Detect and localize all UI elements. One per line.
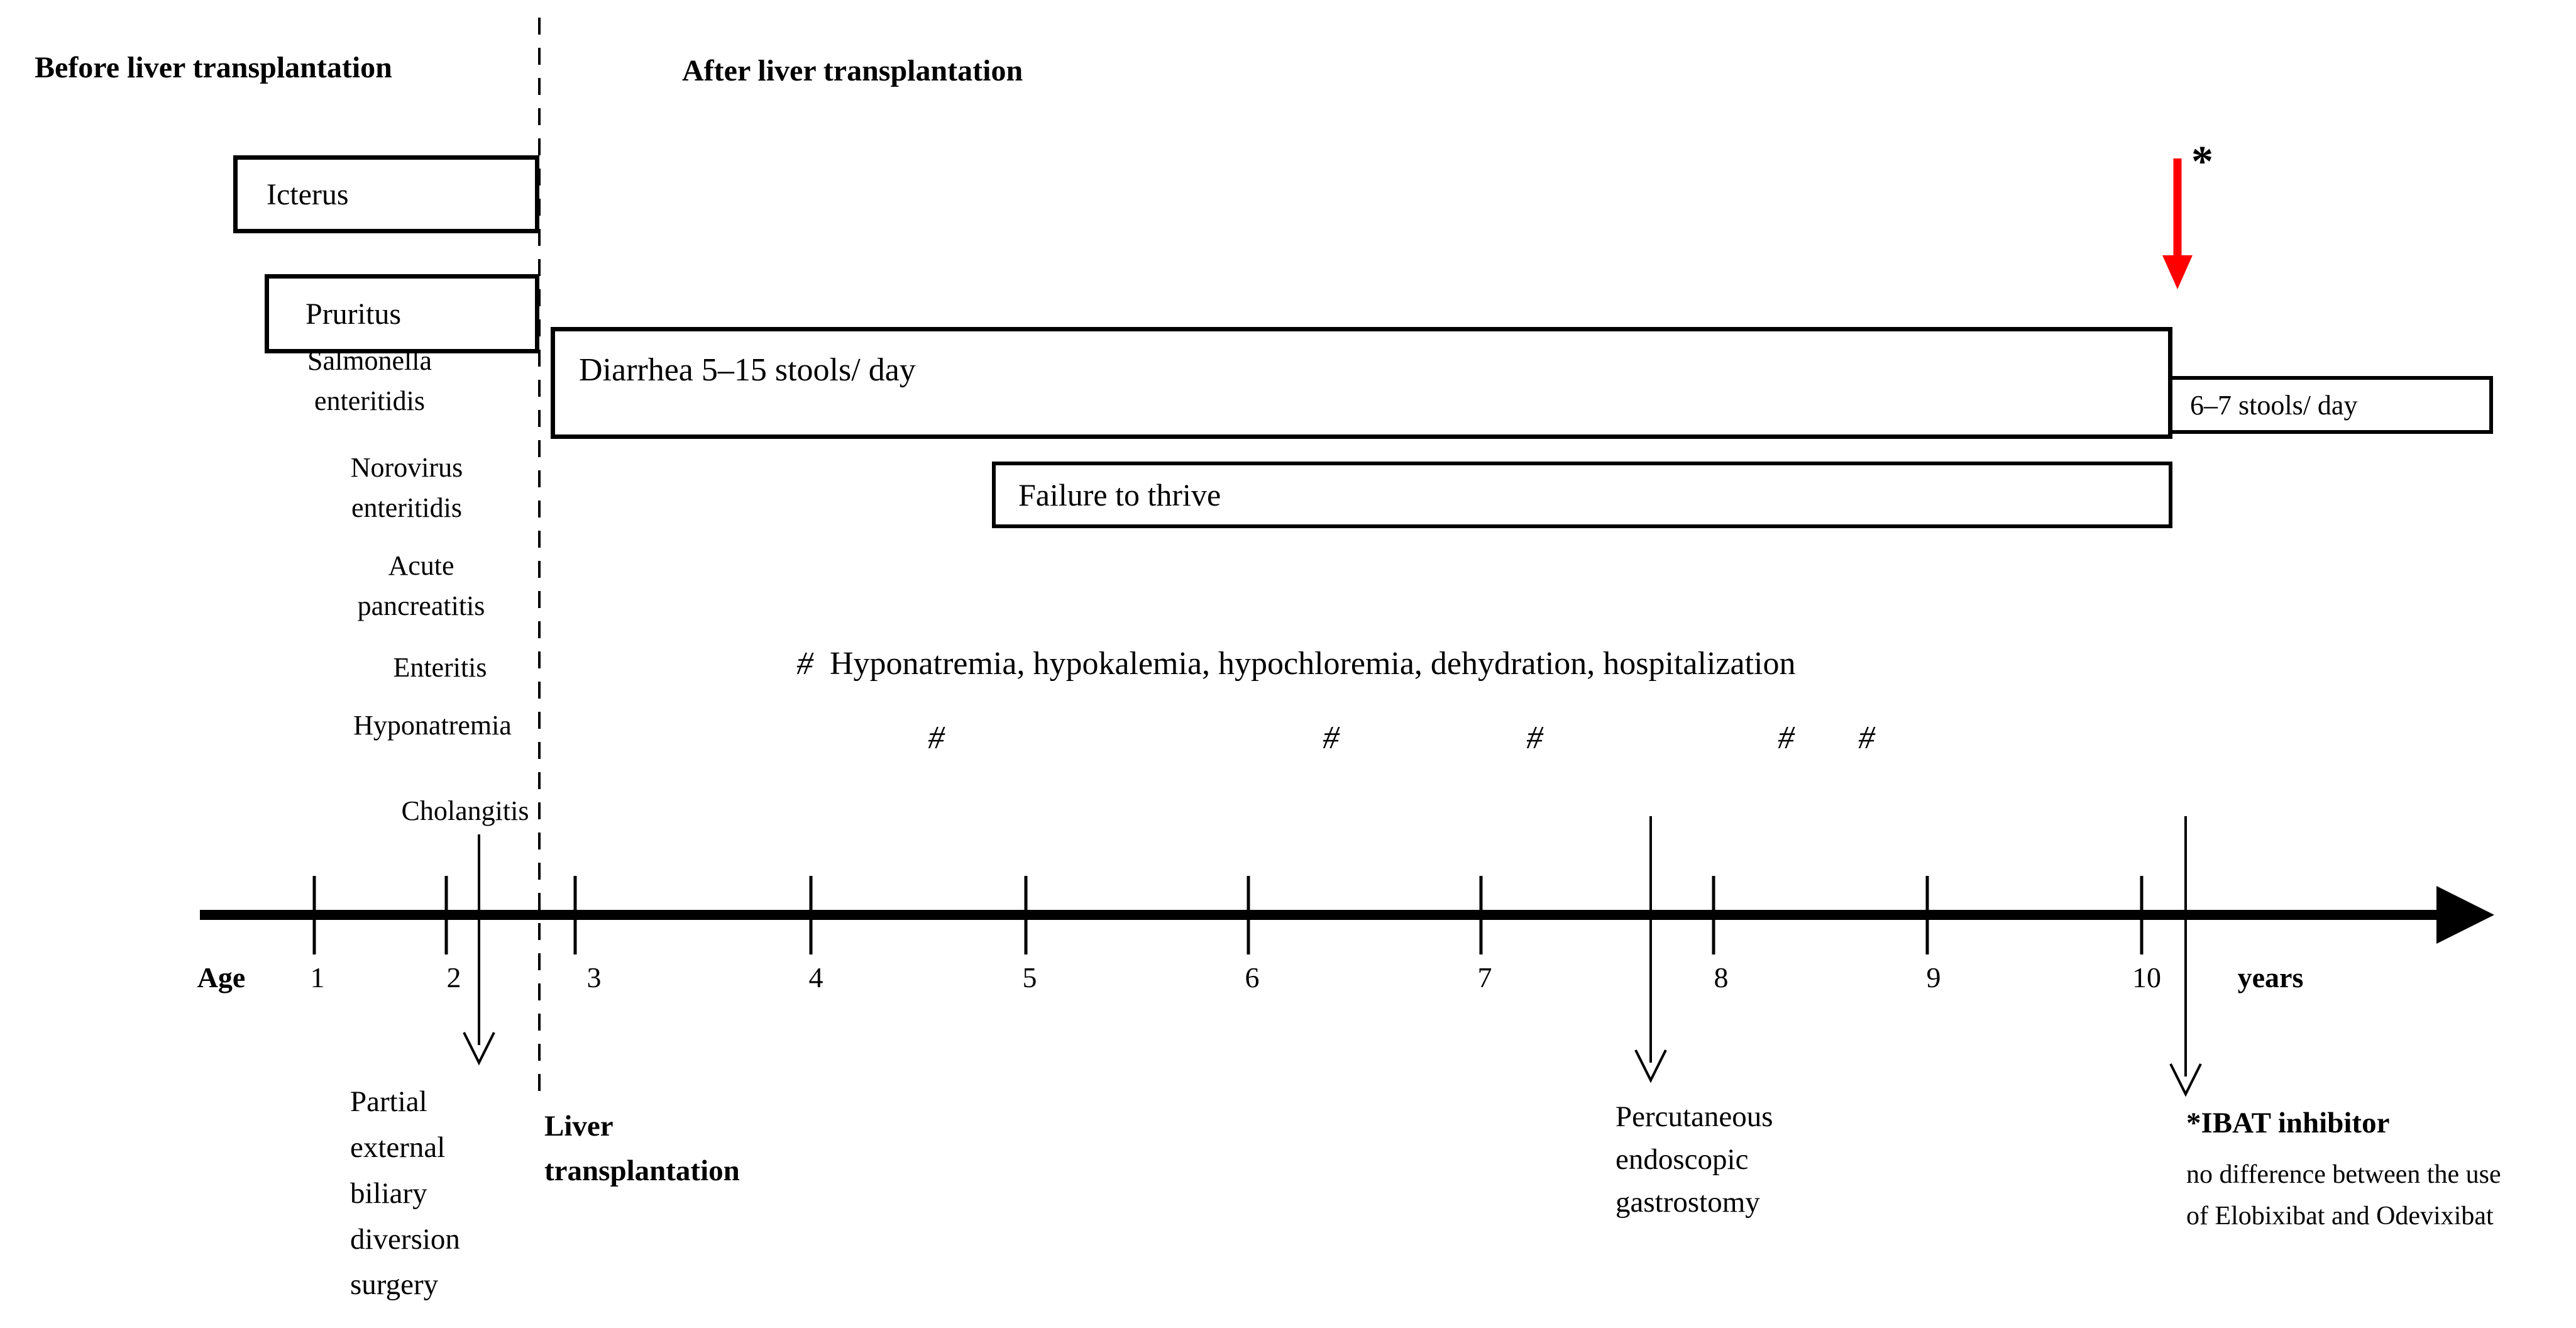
axis-years-label: years	[2237, 961, 2304, 993]
ibat-inhibitor-title: *IBAT inhibitor	[2186, 1107, 2390, 1139]
liver-transplantation-note: Liver transplantation	[544, 1110, 740, 1187]
ibat-red-arrow-head	[2162, 255, 2193, 289]
tick-label-3: 3	[586, 961, 602, 993]
diarrhea-bar: Diarrhea 5–15 stools/ day	[551, 327, 2172, 439]
hash-legend: # Hyponatremia, hypokalemia, hypochlorem…	[793, 645, 1796, 682]
condition-norovirus-enteritidis: Norovirus enteritidis	[350, 452, 463, 523]
condition-cholangitis: Cholangitis	[401, 795, 529, 826]
failure-to-thrive-bar-label: Failure to thrive	[1018, 477, 1221, 512]
pebd-arrow-head	[463, 1032, 495, 1066]
icterus-label: Icterus	[267, 177, 349, 211]
hash-legend-symbol: #	[793, 646, 818, 682]
diarrhea-bar-label: Diarrhea 5–15 stools/ day	[579, 352, 916, 388]
condition-enteritis: Enteritis	[393, 652, 487, 683]
hash-event-1: #	[924, 720, 949, 756]
tick-label-6: 6	[1245, 961, 1260, 993]
peg-arrow-head	[1634, 1049, 1667, 1083]
hash-event-5: #	[1854, 720, 1880, 756]
failure-to-thrive-bar: Failure to thrive	[992, 462, 2172, 528]
tick-label-1: 1	[310, 961, 325, 993]
timeline-axis-arrowhead	[2436, 886, 2494, 944]
header-before-transplant: Before liver transplantation	[35, 51, 392, 84]
tick-label-5: 5	[1022, 961, 1037, 993]
tick-label-7: 7	[1477, 961, 1492, 993]
axis-age-label: Age	[197, 961, 246, 993]
stools-6-7-bar: 6–7 stools/ day	[2169, 376, 2493, 434]
tick-label-2: 2	[446, 961, 461, 993]
tick-label-9: 9	[1926, 961, 1941, 993]
hash-event-3: #	[1522, 720, 1548, 756]
hash-event-4: #	[1774, 720, 1799, 756]
ibat-arrow-head	[2169, 1063, 2202, 1097]
hash-event-2: #	[1319, 720, 1344, 756]
pruritus-label: Pruritus	[305, 297, 402, 331]
timeline-tick-marks	[312, 876, 2144, 954]
icterus-box: Icterus	[233, 155, 539, 233]
tick-label-4: 4	[808, 961, 823, 993]
condition-salmonella-enteritidis: Salmonella enteritidis	[307, 345, 432, 416]
hash-legend-text: Hyponatremia, hypokalemia, hypochloremia…	[830, 646, 1796, 682]
condition-acute-pancreatitis: Acute pancreatitis	[357, 550, 485, 621]
header-after-transplant: After liver transplantation	[682, 54, 1023, 87]
pebd-surgery-note: Partial external biliary diversion surge…	[350, 1085, 460, 1302]
stools-6-7-bar-label: 6–7 stools/ day	[2190, 389, 2358, 421]
condition-hyponatremia: Hyponatremia	[353, 710, 512, 741]
pruritus-box: Pruritus	[265, 274, 539, 353]
tick-label-8: 8	[1714, 961, 1729, 993]
peg-note: Percutaneous endoscopic gastrostomy	[1616, 1100, 1773, 1219]
ibat-inhibitor-subnote: no difference between the use of Elobixi…	[2186, 1160, 2501, 1231]
tick-label-10: 10	[2132, 961, 2161, 993]
ibat-start-asterisk: *	[2191, 138, 2213, 186]
